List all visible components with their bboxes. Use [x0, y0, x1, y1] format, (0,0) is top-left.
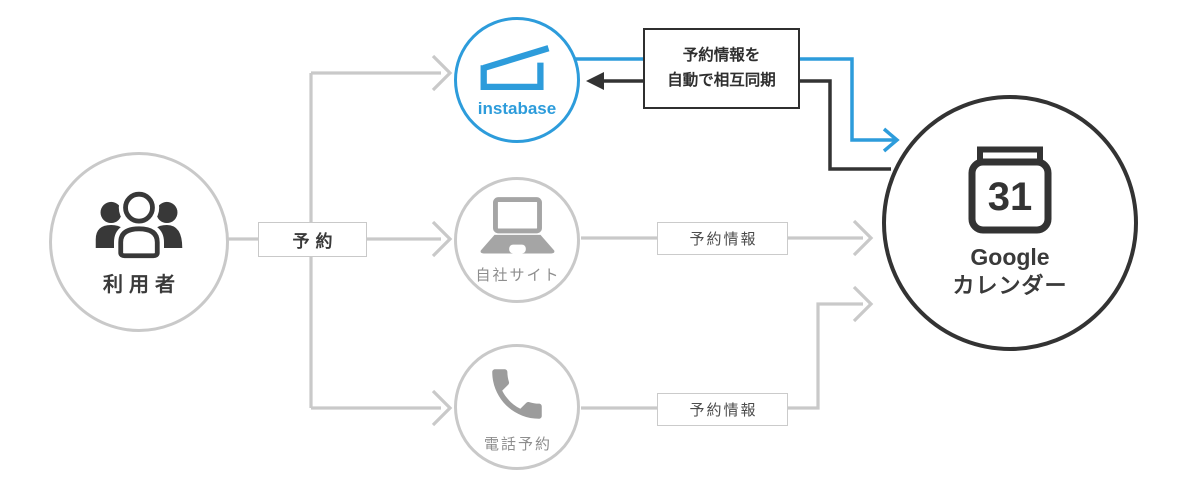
users-label: 利用者: [103, 273, 181, 296]
phone-label: 電話予約: [483, 435, 552, 453]
info-phone-label: 予約情報: [689, 402, 758, 419]
arrowhead-blue-into-google: [882, 127, 900, 153]
phone-node: 電話予約: [454, 344, 580, 470]
sync-label-line2: 自動で相互同期: [667, 71, 776, 89]
info-website-label: 予約情報: [689, 231, 758, 248]
reservation-label: 予約: [292, 232, 339, 251]
sync-box: 予約情報を 自動で相互同期: [643, 28, 800, 109]
people-icon: [95, 187, 183, 260]
arrowhead-into-instabase: [431, 54, 453, 92]
users-node: 利用者: [49, 152, 229, 332]
instabase-node: instabase: [454, 17, 580, 143]
website-node: 自社サイト: [454, 177, 580, 303]
instabase-label: instabase: [477, 99, 557, 118]
arrowhead-into-website: [431, 220, 453, 258]
arrowhead-into-google-mid: [852, 219, 874, 257]
google-label-line1: Google: [970, 244, 1050, 271]
info-box-website: 予約情報: [657, 222, 788, 255]
website-label: 自社サイト: [475, 266, 561, 284]
arrowhead-into-phone: [431, 389, 453, 427]
phone-icon: [492, 368, 542, 419]
info-box-phone: 予約情報: [657, 393, 788, 426]
arrowhead-into-google-low: [852, 285, 874, 323]
arrowhead-black-into-instabase: [586, 72, 604, 90]
sync-label-line1: 予約情報を: [682, 46, 761, 64]
instabase-logo-icon: [480, 45, 550, 91]
calendar-icon: 31: [968, 146, 1052, 234]
laptop-icon: [480, 196, 555, 253]
reservation-box: 予約: [258, 222, 367, 257]
calendar-day-number: 31: [988, 175, 1033, 219]
google-calendar-node: 31 Google カレンダー: [882, 95, 1138, 351]
google-label-line2: カレンダー: [952, 273, 1068, 299]
